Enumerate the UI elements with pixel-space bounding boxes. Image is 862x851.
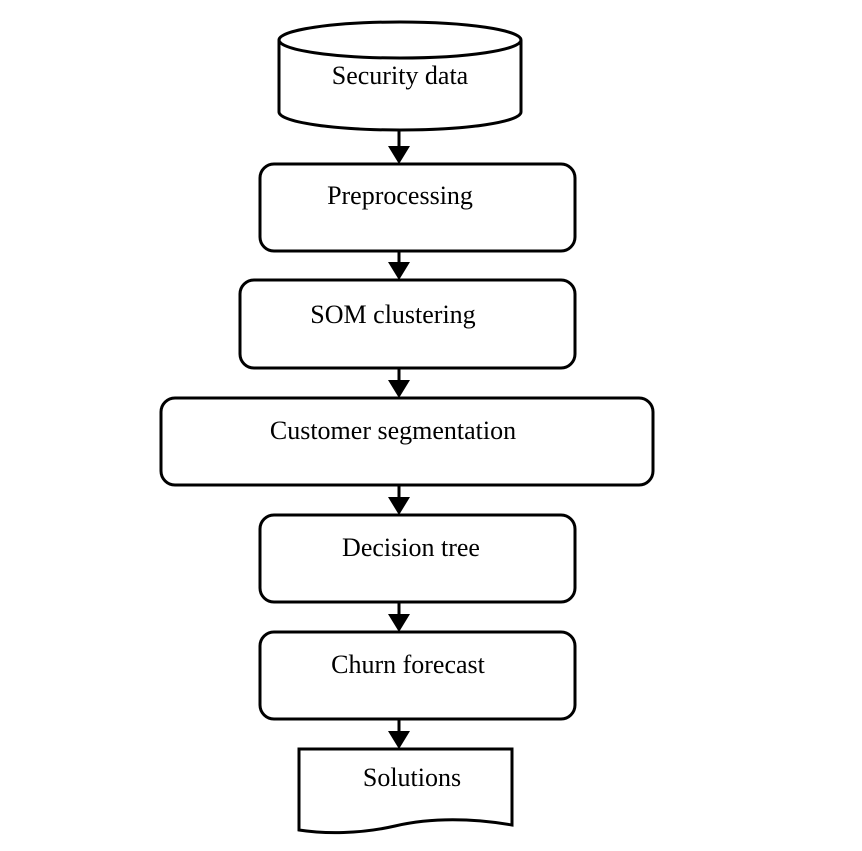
node-decision-tree: Decision tree — [258, 513, 577, 604]
node-label-som-clustering: SOM clustering — [310, 300, 475, 329]
node-preprocessing: Preprocessing — [258, 162, 577, 253]
edge-preprocessing-to-som-clustering — [388, 251, 410, 280]
node-solutions: Solutions — [297, 747, 514, 835]
node-label-customer-segmentation: Customer segmentation — [270, 416, 516, 445]
node-churn-forecast: Churn forecast — [258, 630, 577, 721]
edge-som-clustering-to-customer-segmentation — [388, 368, 410, 398]
node-label-churn-forecast: Churn forecast — [331, 650, 486, 679]
node-label-security-data: Security data — [332, 61, 469, 90]
node-label-preprocessing: Preprocessing — [327, 181, 473, 210]
edge-customer-segmentation-to-decision-tree — [388, 485, 410, 515]
node-label-decision-tree: Decision tree — [342, 533, 480, 562]
node-customer-segmentation: Customer segmentation — [159, 396, 655, 487]
node-som-clustering: SOM clustering — [238, 278, 577, 370]
edge-churn-forecast-to-solutions — [388, 719, 410, 749]
edge-decision-tree-to-churn-forecast — [388, 602, 410, 632]
edge-security-data-to-preprocessing — [388, 130, 410, 164]
node-security-data: Security data — [277, 20, 523, 132]
node-label-solutions: Solutions — [363, 763, 461, 792]
